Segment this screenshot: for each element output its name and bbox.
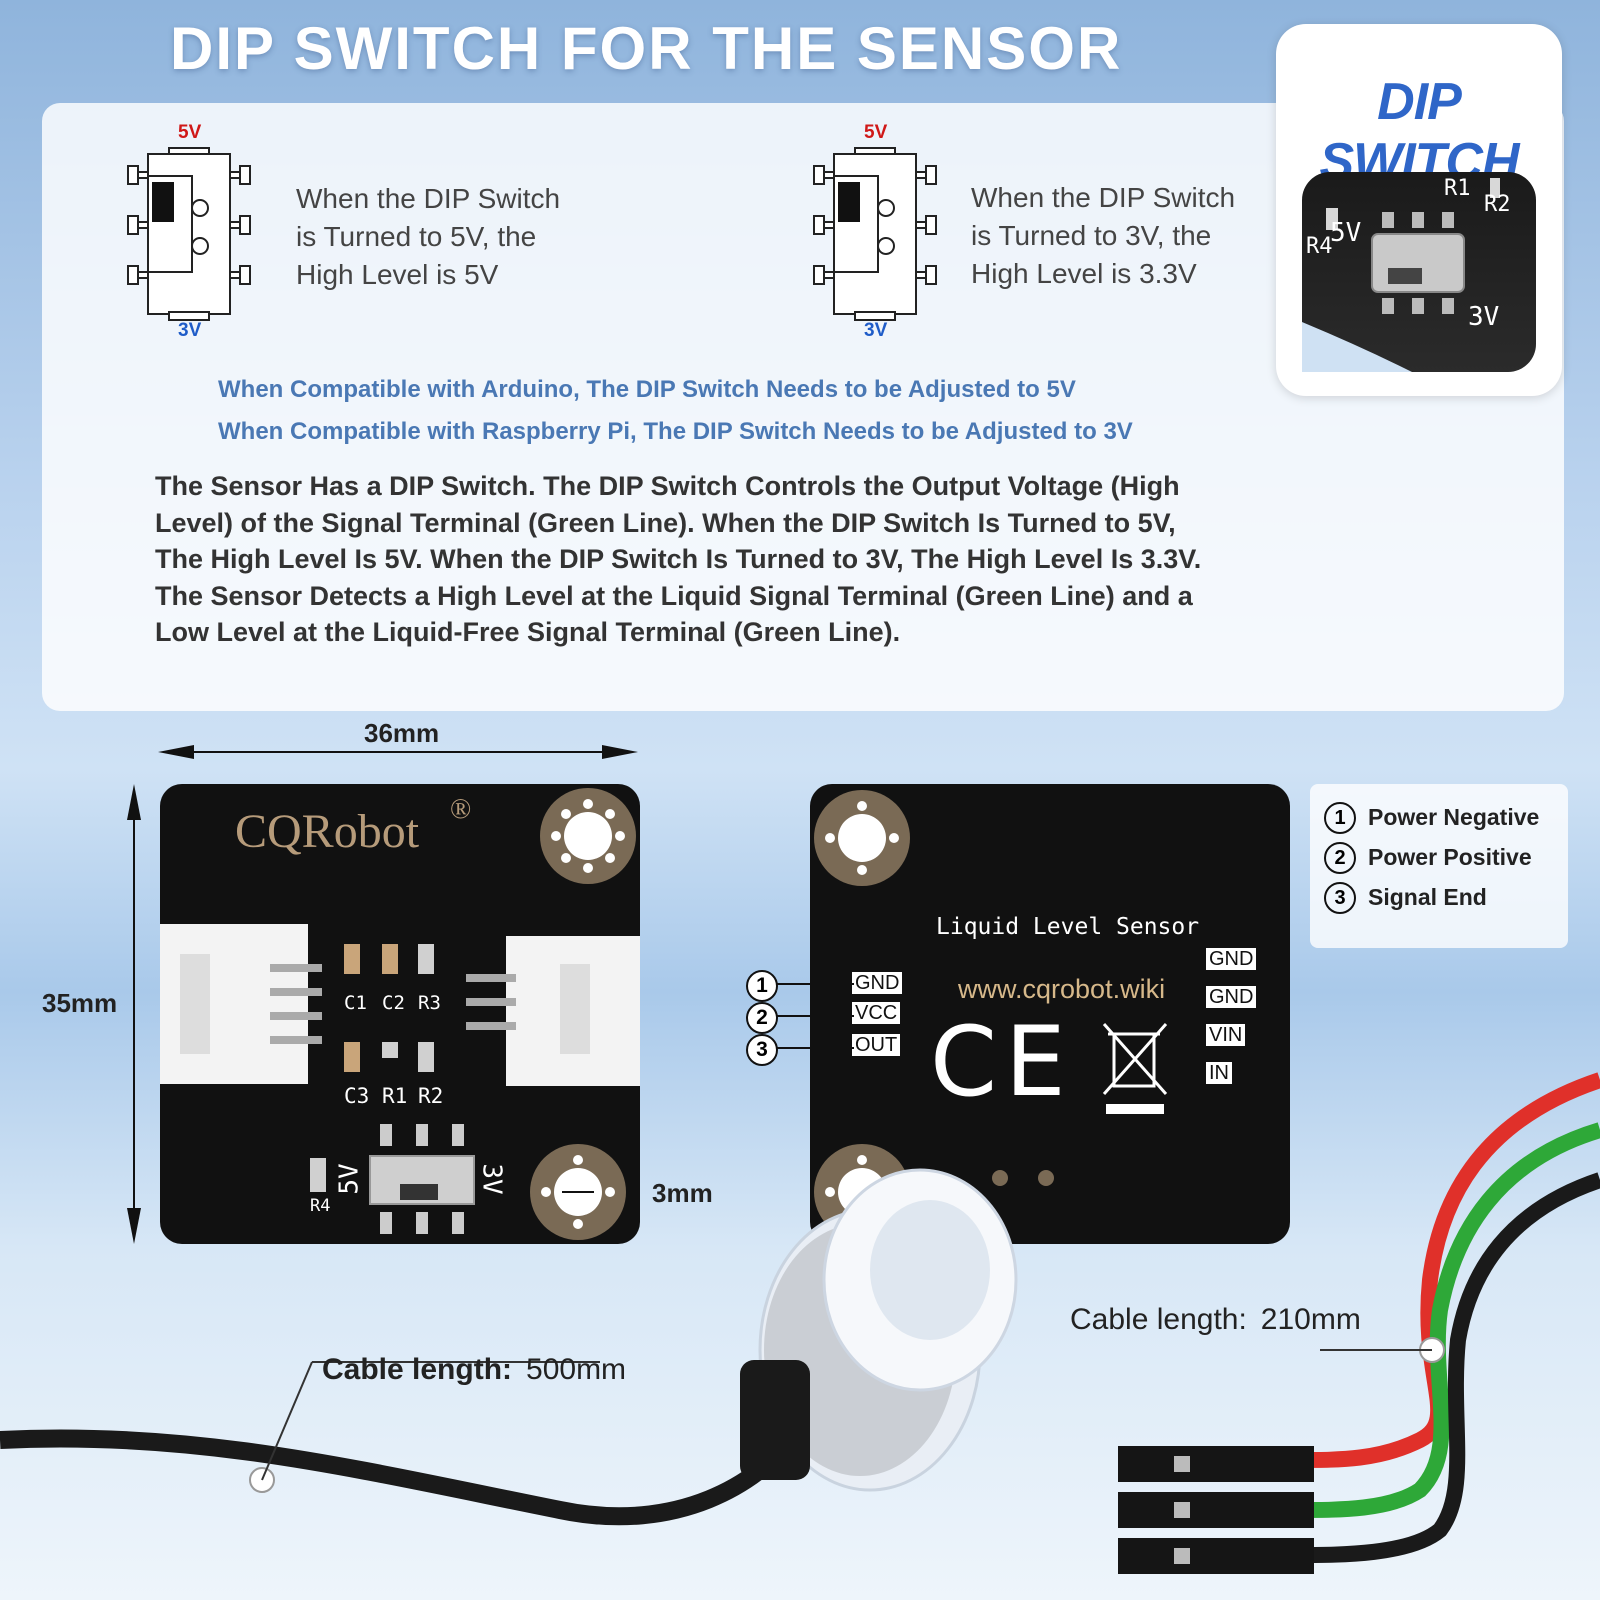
pin-gnd-2: GND (1206, 986, 1257, 1009)
compat-arduino: When Compatible with Arduino, The DIP Sw… (218, 376, 1076, 403)
pin-gnd-1: GND (1206, 948, 1257, 971)
silk-r2: R2 (418, 1084, 444, 1108)
module-cable-length: Cable length: 210mm (1070, 1303, 1361, 1337)
ce-mark: CE (930, 1006, 1074, 1118)
silk-r1: R1 (382, 1084, 408, 1108)
compat-raspberry-pi: When Compatible with Raspberry Pi, The D… (218, 418, 1133, 445)
silk-c3: C3 (344, 1084, 370, 1108)
pin-vin: VIN (1206, 1024, 1246, 1047)
registered-mark: ® (450, 794, 472, 825)
description-line: The High Level Is 5V. When the DIP Switc… (155, 544, 1202, 574)
pin-legend: 1 Power Negative 2 Power Positive 3 Sign… (1310, 784, 1568, 948)
dip-card-silk-r4: R4 (1306, 234, 1333, 259)
pin-vcc-left: VCC (852, 1002, 901, 1025)
pin-label: VIN (1206, 1024, 1246, 1046)
legend-number: 1 (1324, 802, 1356, 834)
pin-number-2: 2 (746, 1002, 778, 1034)
silk-r3: R3 (418, 992, 441, 1014)
board-name: Liquid Level Sensor (936, 914, 1200, 940)
dip-card-silk-3v: 3V (1468, 302, 1500, 332)
pin-number-3: 3 (746, 1034, 778, 1066)
dip-bottom-label: 3V (864, 320, 888, 341)
pin-out-left: OUT (852, 1034, 901, 1057)
pin-label: GND (852, 972, 903, 994)
dip-diagram-3v: 5V 3V (812, 120, 942, 341)
board-url: www.cqrobot.wiki (958, 974, 1166, 1004)
silk-c2: C2 (382, 992, 405, 1014)
legend-number: 2 (1324, 842, 1356, 874)
hole-dimension-label: 3mm (652, 1178, 713, 1208)
board-back: Liquid Level Sensor www.cqrobot.wiki CE … (810, 784, 1290, 1244)
pin-label: IN (1206, 1062, 1232, 1084)
legend-label: Power Negative (1368, 804, 1540, 830)
description-line: Low Level at the Liquid-Free Signal Term… (155, 617, 901, 647)
dip-5v-description: When the DIP Switch is Turned to 5V, the… (296, 180, 560, 294)
pin-callout-lines (774, 983, 854, 1049)
pin-label: OUT (852, 1034, 901, 1056)
dip-switch-card: DIP SWITCH R1 R2 R4 5V 3V (1276, 24, 1562, 396)
legend-label: Power Positive (1368, 844, 1532, 870)
dip-top-label: 5V (178, 122, 202, 143)
dip-switch-closeup-image (1302, 172, 1536, 372)
description-line: The Sensor Has a DIP Switch. The DIP Swi… (155, 471, 1180, 501)
weee-bin-icon (1102, 1023, 1168, 1114)
legend-number: 3 (1324, 882, 1356, 914)
probe-cable-length: Cable length: 500mm (322, 1353, 626, 1387)
pin-in: IN (1206, 1062, 1232, 1085)
pin-number-1: 1 (746, 970, 778, 1002)
dip-5v-line: High Level is 5V (296, 259, 499, 290)
pin-label: VCC (852, 1002, 901, 1024)
cable-length-label: Cable length: (1070, 1303, 1247, 1336)
silk-c1: C1 (344, 992, 367, 1014)
dip-switch-icon (813, 147, 937, 321)
page-title: DIP SWITCH FOR THE SENSOR (170, 15, 1123, 82)
dip-top-label: 5V (864, 122, 888, 143)
cable-length-value: 500mm (526, 1353, 627, 1386)
silk-r4: R4 (310, 1196, 331, 1216)
dip-5v-line: When the DIP Switch (296, 183, 561, 214)
dip-card-silk-r1: R1 (1444, 176, 1471, 201)
board-front-graphic (160, 788, 640, 1240)
pin-label: GND (1206, 948, 1257, 970)
width-arrow-icon (158, 745, 638, 759)
description-line: The Sensor Detects a High Level at the L… (155, 580, 1193, 611)
height-arrow-icon (127, 784, 141, 1244)
width-dimension-label: 36mm (364, 718, 440, 748)
dip-5v-line: is Turned to 5V, the (296, 221, 537, 252)
brand-logo: CQRobot (235, 805, 420, 858)
dip-bottom-label: 3V (178, 320, 202, 341)
dip-3v-line: is Turned to 3V, the (971, 220, 1212, 251)
cable-and-probe-image (0, 1072, 1600, 1574)
dip-card-silk-5v: 5V (1330, 218, 1362, 248)
dip-3v-description: When the DIP Switch is Turned to 3V, the… (971, 179, 1235, 293)
pin-label: GND (1206, 986, 1257, 1008)
dip-switch-icon (127, 147, 251, 321)
cable-length-value: 210mm (1260, 1303, 1361, 1336)
cable-length-label: Cable length: (322, 1353, 513, 1386)
dip-card-silk-r2: R2 (1484, 192, 1511, 217)
sensor-description: The Sensor Has a DIP Switch. The DIP Swi… (155, 468, 1305, 651)
dip-3v-line: When the DIP Switch (971, 182, 1236, 213)
description-line: Level) of the Signal Terminal (Green Lin… (155, 507, 1176, 538)
dip-diagram-5v: 5V 3V (126, 120, 256, 341)
dip-3v-line: High Level is 3.3V (971, 258, 1197, 289)
pin-gnd-left: GND (852, 972, 903, 995)
height-dimension-label: 35mm (42, 988, 118, 1018)
legend-label: Signal End (1368, 884, 1487, 910)
board-front: CQRobot ® C1 C2 R3 C3 R1 R2 R4 5V 3V (160, 784, 640, 1244)
